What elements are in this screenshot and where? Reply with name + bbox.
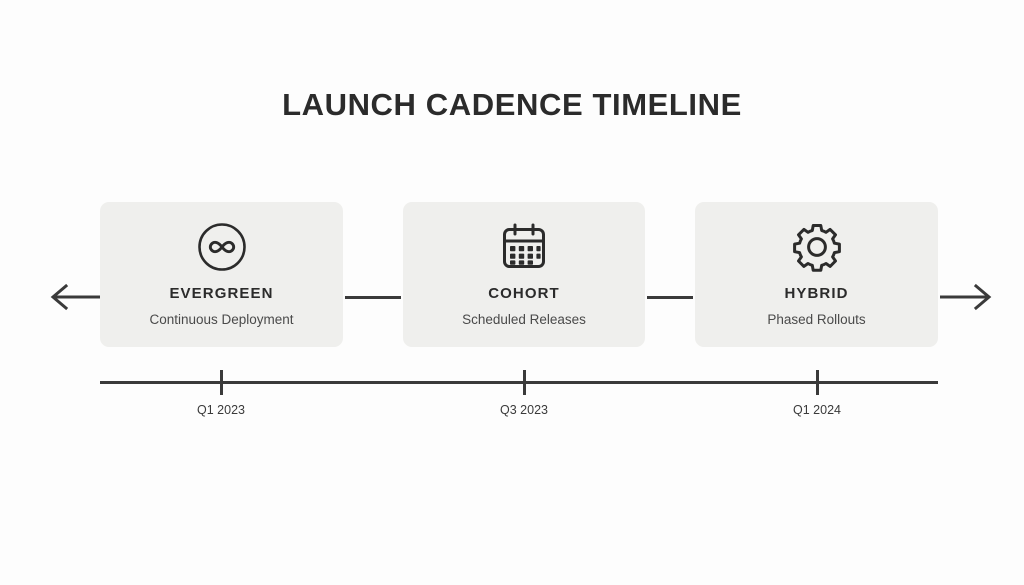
arrow-right-icon <box>940 283 996 311</box>
timeline-tick <box>816 370 819 395</box>
page-title: LAUNCH CADENCE TIMELINE <box>282 87 742 122</box>
stage-connector-1 <box>345 296 401 299</box>
infinity-circle-icon <box>196 221 248 273</box>
stage-card-hybrid[interactable]: HYBRID Phased Rollouts <box>695 202 938 347</box>
timeline-axis <box>100 381 938 384</box>
stage-card-row: EVERGREEN Continuous Deployment <box>0 202 1024 348</box>
timeline-tick-label: Q3 2023 <box>500 403 548 417</box>
calendar-icon <box>499 221 549 273</box>
stage-subtitle: Scheduled Releases <box>462 312 586 327</box>
stage-subtitle: Phased Rollouts <box>767 312 866 327</box>
timeline-tick <box>220 370 223 395</box>
timeline-tick <box>523 370 526 395</box>
stage-title: HYBRID <box>784 285 849 302</box>
stage-subtitle: Continuous Deployment <box>149 312 294 327</box>
stage-title: COHORT <box>488 285 560 302</box>
arrow-left-icon <box>46 283 102 311</box>
gear-icon <box>792 221 842 273</box>
stage-card-cohort[interactable]: COHORT Scheduled Releases <box>403 202 645 347</box>
timeline-tick-label: Q1 2024 <box>793 403 841 417</box>
stage-title: EVERGREEN <box>169 285 274 302</box>
timeline-tick-label: Q1 2023 <box>197 403 245 417</box>
stage-connector-2 <box>647 296 693 299</box>
stage-card-evergreen[interactable]: EVERGREEN Continuous Deployment <box>100 202 343 347</box>
